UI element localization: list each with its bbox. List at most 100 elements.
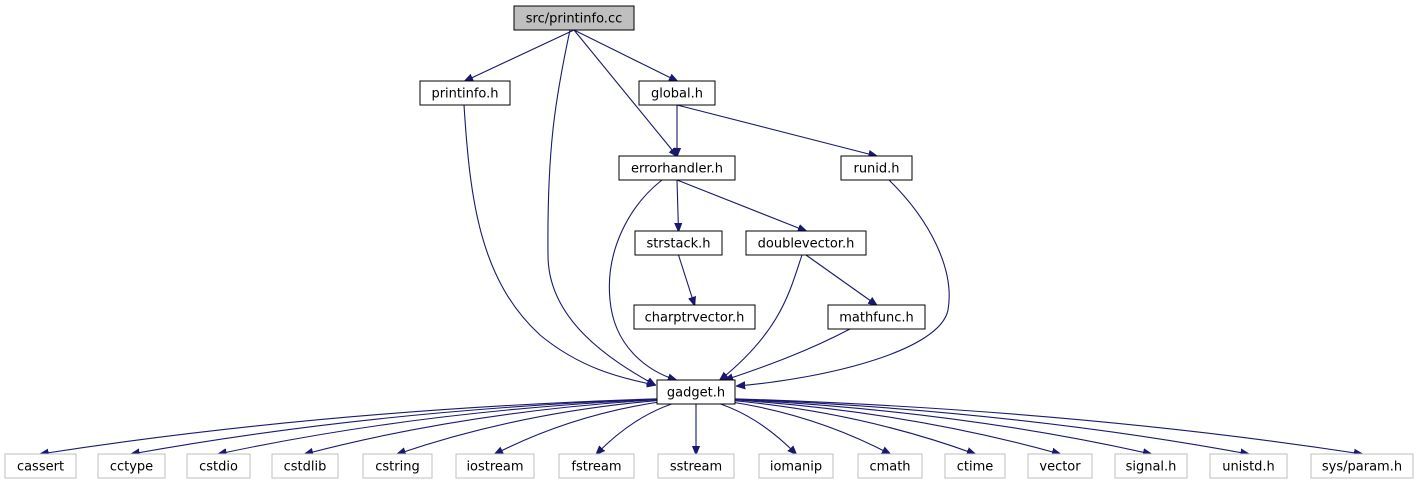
node-label: sys/param.h	[1322, 460, 1402, 475]
node-label: cctype	[110, 460, 153, 475]
edge-root-to-global	[573, 29, 677, 81]
edge-mfunc-to-gadget	[725, 328, 851, 380]
node-box	[638, 80, 716, 106]
node-box	[944, 453, 1006, 479]
edge-gadget-to-unistd	[707, 397, 1248, 454]
node-label: cstring	[375, 460, 419, 475]
node-iomanip[interactable]: iomanip	[758, 453, 834, 479]
edges-layer	[41, 29, 1363, 454]
node-label: cassert	[17, 460, 64, 475]
node-box	[840, 155, 913, 181]
edge-gadget-to-fstream	[597, 397, 695, 454]
edge-gadget-to-cctype	[132, 397, 685, 454]
node-label: cmath	[869, 460, 910, 475]
node-sstream[interactable]: sstream	[657, 453, 735, 479]
node-box	[97, 453, 166, 479]
node-box	[633, 304, 756, 330]
node-box	[827, 304, 926, 330]
node-box	[1310, 453, 1414, 479]
node-cpv[interactable]: charptrvector.h	[633, 304, 756, 330]
edge-pinfo-to-gadget	[463, 104, 655, 385]
node-box	[455, 453, 535, 479]
node-signal[interactable]: signal.h	[1114, 453, 1188, 479]
node-box	[618, 155, 736, 181]
edge-dvec-to-mfunc	[805, 254, 877, 305]
node-box	[362, 453, 433, 479]
edge-gadget-to-ctime	[701, 397, 975, 454]
node-vector[interactable]: vector	[1027, 453, 1093, 479]
edge-gadget-to-cstdlib	[305, 397, 689, 454]
node-unistd[interactable]: unistd.h	[1209, 453, 1288, 479]
node-label: strstack.h	[646, 237, 710, 252]
node-box	[1114, 453, 1188, 479]
node-label: runid.h	[853, 162, 899, 177]
node-label: cstdio	[199, 460, 238, 475]
edge-runid-to-gadget	[737, 179, 950, 386]
node-label: iomanip	[770, 460, 822, 475]
node-box	[745, 230, 867, 256]
node-cmath[interactable]: cmath	[857, 453, 923, 479]
node-label: gadget.h	[667, 386, 725, 401]
node-label: sstream	[670, 460, 722, 475]
edge-err-to-gadget	[608, 179, 676, 380]
node-box	[656, 379, 736, 405]
node-box	[271, 453, 339, 479]
node-global[interactable]: global.h	[638, 80, 716, 106]
edge-root-to-gadget	[547, 29, 655, 385]
node-label: printinfo.h	[431, 87, 498, 102]
edge-root-to-err	[573, 29, 677, 156]
edge-gadget-to-signal	[705, 397, 1151, 454]
node-iostream[interactable]: iostream	[455, 453, 535, 479]
node-label: fstream	[571, 460, 621, 475]
edge-gadget-to-vector	[703, 397, 1060, 454]
node-box	[1027, 453, 1093, 479]
node-box	[513, 5, 635, 31]
node-label: src/printinfo.cc	[526, 12, 622, 27]
node-err[interactable]: errorhandler.h	[618, 155, 736, 181]
edge-gadget-to-sysparam	[709, 397, 1362, 454]
node-strst[interactable]: strstack.h	[634, 230, 723, 256]
node-box	[186, 453, 251, 479]
node-box	[634, 230, 723, 256]
node-box	[4, 453, 77, 479]
node-ctime[interactable]: ctime	[944, 453, 1006, 479]
node-fstream[interactable]: fstream	[558, 453, 635, 479]
node-label: global.h	[651, 87, 703, 102]
node-gadget[interactable]: gadget.h	[656, 379, 736, 405]
node-box	[657, 453, 735, 479]
node-label: vector	[1039, 460, 1081, 475]
node-label: mathfunc.h	[839, 311, 914, 326]
node-cstring[interactable]: cstring	[362, 453, 433, 479]
edge-gadget-to-cassert	[41, 397, 683, 454]
node-box	[419, 80, 511, 106]
edge-gadget-to-cstdio	[219, 397, 687, 454]
node-root[interactable]: src/printinfo.cc	[513, 5, 635, 31]
node-sysparam[interactable]: sys/param.h	[1310, 453, 1414, 479]
node-box	[857, 453, 923, 479]
edge-root-to-pinfo	[465, 29, 575, 81]
node-label: iostream	[466, 460, 523, 475]
edge-err-to-strst	[677, 179, 679, 231]
node-cctype[interactable]: cctype	[97, 453, 166, 479]
node-label: unistd.h	[1222, 460, 1275, 475]
node-runid[interactable]: runid.h	[840, 155, 913, 181]
edge-dvec-to-gadget	[720, 254, 803, 380]
node-pinfo[interactable]: printinfo.h	[419, 80, 511, 106]
edge-strst-to-cpv	[677, 254, 695, 305]
node-dvec[interactable]: doublevector.h	[745, 230, 867, 256]
node-label: charptrvector.h	[645, 311, 745, 326]
edge-err-to-dvec	[676, 179, 806, 231]
node-cassert[interactable]: cassert	[4, 453, 77, 479]
node-label: signal.h	[1126, 460, 1177, 475]
node-mfunc[interactable]: mathfunc.h	[827, 304, 926, 330]
node-label: cstdlib	[284, 460, 327, 475]
node-box	[1209, 453, 1288, 479]
node-cstdio[interactable]: cstdio	[186, 453, 251, 479]
node-cstdlib[interactable]: cstdlib	[271, 453, 339, 479]
node-box	[558, 453, 635, 479]
node-label: errorhandler.h	[631, 162, 723, 177]
node-label: ctime	[957, 460, 994, 475]
edge-gadget-to-cstring	[398, 397, 691, 454]
edge-global-to-runid	[676, 104, 877, 156]
